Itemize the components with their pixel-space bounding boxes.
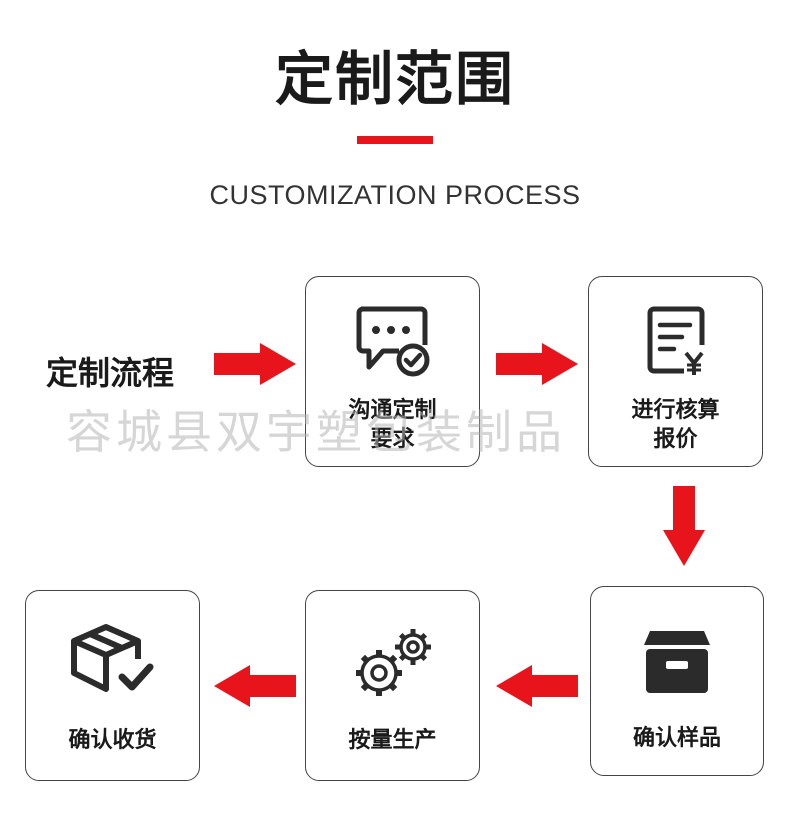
archive-box-icon: [644, 631, 710, 693]
step-communicate-label: 沟通定制 要求: [306, 397, 479, 454]
step-quote-label-line1: 进行核算: [631, 398, 720, 423]
step-communicate-label-line2: 要求: [370, 426, 415, 452]
arrow-right-icon: [496, 343, 578, 385]
step-production-card: 按量生产: [305, 590, 480, 781]
step-receive-card: 确认收货: [25, 590, 200, 781]
step-quote-label: 进行核算 报价: [589, 397, 762, 454]
step-sample-card: 确认样品: [590, 586, 764, 776]
arrow-left-icon: [214, 665, 296, 707]
step-receive-label: 确认收货: [68, 728, 157, 753]
page-subtitle: CUSTOMIZATION PROCESS: [209, 180, 581, 210]
arrow-down-icon: [663, 486, 705, 566]
arrow-left-icon: [496, 665, 578, 707]
package-check-icon: [70, 624, 153, 692]
flow-label: 定制流程: [46, 354, 175, 392]
step-quote-label-line2: 报价: [653, 426, 698, 452]
step-communicate-label-line1: 沟通定制: [348, 398, 437, 423]
step-production-label: 按量生产: [348, 728, 437, 753]
step-quote-card: 进行核算 报价: [588, 276, 763, 467]
page-title: 定制范围: [274, 45, 515, 113]
gears-icon: [355, 629, 431, 696]
step-communicate-card: 沟通定制 要求: [305, 276, 480, 467]
arrow-right-icon: [214, 343, 296, 385]
invoice-yen-icon: [647, 306, 704, 375]
chat-check-icon: [356, 306, 429, 377]
title-underline: [357, 136, 433, 144]
step-sample-label: 确认样品: [632, 726, 721, 751]
